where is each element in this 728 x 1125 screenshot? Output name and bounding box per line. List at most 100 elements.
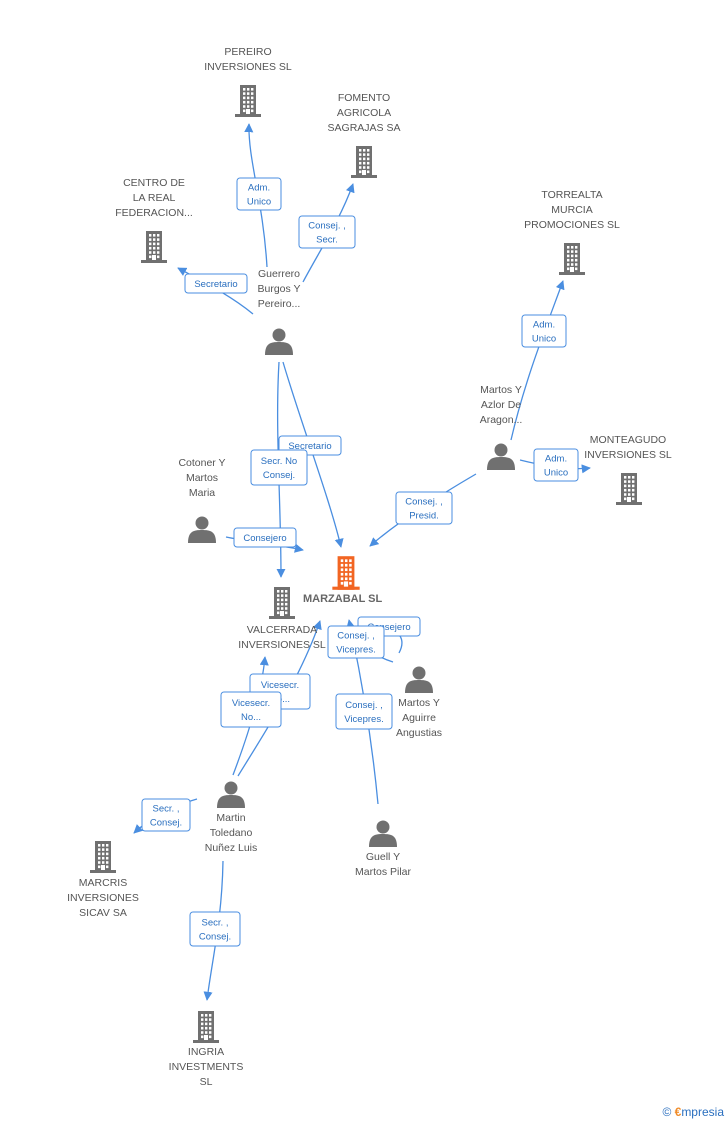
node-label: Martos Y xyxy=(398,697,440,709)
node-label: INGRIA xyxy=(188,1046,224,1058)
node-label: MARCRIS xyxy=(79,877,127,889)
node-label: FEDERACION... xyxy=(115,207,193,219)
edge-label-text: Consej. xyxy=(199,932,231,943)
node-label: SL xyxy=(200,1076,213,1088)
node-label: INVERSIONES SL xyxy=(238,639,326,651)
node-label: Toledano xyxy=(210,827,253,839)
copyright-symbol: © xyxy=(662,1105,672,1119)
node-label: Pereiro... xyxy=(258,298,301,310)
node-label: INVERSIONES xyxy=(67,892,139,904)
edge-label: Secr. , Consej. xyxy=(141,798,191,832)
node-label: SAGRAJAS SA xyxy=(328,122,401,134)
edge-label-box xyxy=(298,215,356,249)
node-label: Guell Y xyxy=(366,851,400,863)
node-label: Aguirre xyxy=(402,712,436,724)
building-icon xyxy=(616,473,642,505)
edge-label-text: Consejero xyxy=(243,533,286,544)
edge-label-box xyxy=(189,911,241,947)
edge-label: Secr. , Consej. xyxy=(189,911,241,947)
edge-label: Consej. , Secr. xyxy=(298,215,356,249)
edge-label-text: Vicepres. xyxy=(344,714,383,725)
edge-label-text: Unico xyxy=(532,334,556,345)
building-icon xyxy=(332,556,360,590)
node-label: AGRICOLA xyxy=(337,107,391,119)
edge-label: Consej. , Presid. xyxy=(395,491,453,525)
edge-martos_azlor-to-torrealta xyxy=(510,280,565,441)
edge-label: Consejero xyxy=(233,527,297,548)
brand-logo: © €mpresia xyxy=(662,1105,724,1119)
building-icon xyxy=(90,841,116,873)
edge-label-box xyxy=(327,625,385,659)
edge-label-text: Vicesecr. xyxy=(261,680,299,691)
edge-label-text: Consej. xyxy=(263,470,295,481)
brand-name: mpresia xyxy=(681,1105,724,1119)
edge-label-text: Vicepres. xyxy=(336,645,375,656)
building-icon xyxy=(351,146,377,178)
node-label: MONTEAGUDO xyxy=(590,434,666,446)
node-label: MARZABAL SL xyxy=(303,593,383,605)
edge-label-text: Consejero xyxy=(367,622,410,633)
building-icon xyxy=(559,243,585,275)
node-label: VALCERRADA xyxy=(247,624,317,636)
node-ingria[interactable]: INGRIA INVESTMENTS SL xyxy=(169,1011,244,1088)
edge-label-text: Consej. xyxy=(150,818,182,829)
edge-label-text: Adm. xyxy=(533,320,555,331)
edge-label-box xyxy=(521,314,567,348)
edge-label-text: Secr. xyxy=(316,235,338,246)
node-label: Azlor De xyxy=(481,399,521,411)
edge-label: Consej. , Vicepres. xyxy=(327,625,385,659)
building-icon xyxy=(193,1011,219,1043)
edge-label-text: Secr. , xyxy=(202,918,229,929)
edge-label-box xyxy=(236,177,282,211)
person-icon xyxy=(487,443,515,470)
node-label: INVERSIONES SL xyxy=(584,449,672,461)
person-icon xyxy=(405,666,433,693)
edge-label-text: Secretario xyxy=(288,441,331,452)
edge-label-box xyxy=(395,491,453,525)
node-label: Maria xyxy=(189,487,215,499)
node-fomento[interactable]: FOMENTO AGRICOLA SAGRAJAS SA xyxy=(328,92,401,178)
edge-label-text: Secr. , xyxy=(153,804,180,815)
edge-label-box xyxy=(335,693,393,730)
edge-label: Consej. ,Vicepres. xyxy=(335,693,393,730)
edge-label-text: Presid. xyxy=(409,511,439,522)
brand-initial: € xyxy=(674,1105,682,1119)
node-label: INVERSIONES SL xyxy=(204,61,292,73)
node-label: FOMENTO xyxy=(338,92,390,104)
person-icon xyxy=(188,516,216,543)
node-label: Aragon... xyxy=(480,414,523,426)
node-label: MURCIA xyxy=(551,204,592,216)
node-label: Martos xyxy=(186,472,218,484)
node-label: CENTRO DE xyxy=(123,177,185,189)
edge-label-text: Consej. , xyxy=(405,497,443,508)
node-marzabal[interactable]: MARZABAL SL xyxy=(303,556,383,605)
edge-label-box xyxy=(250,449,308,486)
node-label: Angustias xyxy=(396,727,442,739)
node-monteagudo[interactable]: MONTEAGUDO INVERSIONES SL xyxy=(584,434,672,505)
node-valcerrada[interactable]: VALCERRADA INVERSIONES SL xyxy=(238,587,326,651)
edge-label-text: Unico xyxy=(544,468,568,479)
edge-label-text: Consej. , xyxy=(308,221,346,232)
edge-label-text: Consej. , xyxy=(337,631,375,642)
person-icon xyxy=(217,781,245,808)
edge-label: Adm. Unico xyxy=(521,314,567,348)
node-label: Guerrero xyxy=(258,268,300,280)
edge-label: Adm.Unico xyxy=(236,177,282,211)
edge-label-text: Vicesecr. xyxy=(232,698,270,709)
edge-label-text: Adm. xyxy=(545,454,567,465)
edge-guerrero-to-marzabal xyxy=(282,361,344,548)
node-label: TORREALTA xyxy=(541,189,602,201)
node-label: INVESTMENTS xyxy=(169,1061,244,1073)
